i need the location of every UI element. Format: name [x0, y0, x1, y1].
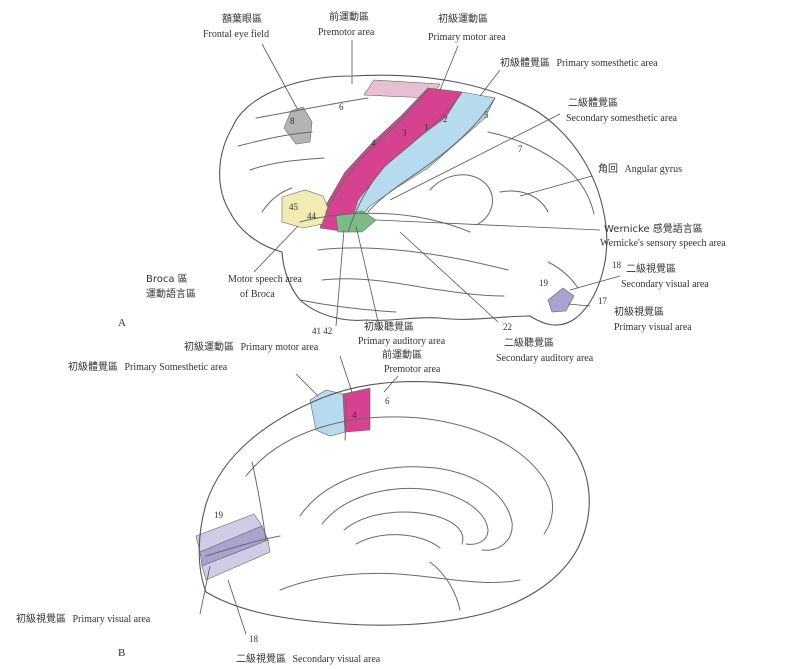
- occipital-sulcus: [548, 262, 578, 288]
- leader-primary-visual: [568, 304, 590, 306]
- label-primary-somesthetic: 初級體覺區 Primary somesthetic area: [500, 56, 658, 69]
- leader-41-42: [336, 230, 344, 326]
- cingulate-sulcus: [246, 417, 553, 534]
- label-secondary-auditory-en: Secondary auditory area: [496, 353, 594, 364]
- area-num-22: 22: [503, 322, 512, 332]
- leader-secondary-auditory: [400, 232, 498, 322]
- brainstem-contour: [430, 562, 460, 610]
- label-b-primary-visual-en: Primary visual area: [73, 614, 151, 625]
- area-num-45: 45: [289, 202, 299, 212]
- label-broca-line1: Broca 區: [146, 273, 188, 285]
- area-num-17: 17: [598, 296, 608, 306]
- leader-b-secondary-visual: [228, 580, 246, 634]
- medial-area-num-6: 6: [385, 396, 390, 406]
- label-b-primary-visual-zh: 初級視覺區: [16, 612, 66, 625]
- leader-secondary-visual: [570, 276, 620, 290]
- label-secondary-somesthetic-zh: 二級體覺區: [568, 96, 618, 109]
- label-secondary-visual-zh: 二級視覺區: [626, 262, 676, 275]
- label-motor-speech-line1: Motor speech area: [228, 274, 302, 285]
- panel-a-letter: A: [118, 317, 126, 329]
- label-motor-speech-line2: of Broca: [240, 289, 275, 300]
- area-num-18: 18: [612, 260, 622, 270]
- leader-b-primary-motor: [340, 356, 352, 392]
- corpus-callosum-outer: [300, 467, 512, 550]
- supramarginal-curve: [500, 191, 548, 212]
- area-num-2: 2: [443, 114, 448, 124]
- area-num-44: 44: [307, 211, 317, 221]
- leader-angular-gyrus: [520, 176, 592, 196]
- label-wernicke-line1: Wernicke 感覺語言區: [604, 222, 703, 235]
- label-secondary-auditory-zh: 二級聽覺區: [504, 336, 554, 349]
- leader-wernicke: [376, 220, 600, 230]
- label-b-primary-motor: 初級運動區 Primary motor area: [184, 340, 319, 353]
- label-primary-motor-zh: 初級運動區: [438, 12, 488, 25]
- leader-frontal-eye-field: [262, 44, 298, 110]
- label-broca-line2: 運動語言區: [146, 287, 196, 300]
- area-num-7: 7: [518, 144, 523, 154]
- medial-area-num-4: 4: [352, 410, 357, 420]
- label-angular-gyrus: 角回 Angular gyrus: [598, 163, 682, 175]
- label-angular-gyrus-zh: 角回: [598, 163, 618, 175]
- panel-a-lateral-view: 6 4 3 1 2 5 7 8 45 44 19 18 17 22 41 42 …: [118, 10, 726, 364]
- fornix-curve: [344, 512, 463, 544]
- label-angular-gyrus-en: Angular gyrus: [625, 164, 683, 175]
- medial-primary-motor-region: [343, 388, 370, 432]
- area-num-1: 1: [424, 122, 429, 132]
- medial-temporal-contour: [280, 573, 520, 590]
- leader-primary-motor: [440, 46, 458, 90]
- label-primary-visual-en: Primary visual area: [614, 322, 692, 333]
- label-b-primary-somesthetic-zh: 初級體覺區: [68, 360, 118, 373]
- medial-area-num-19: 19: [214, 510, 224, 520]
- label-b-secondary-visual: 二級視覺區 Secondary visual area: [236, 652, 381, 665]
- area-num-6: 6: [339, 102, 344, 112]
- area-num-41-42: 41 42: [312, 326, 332, 336]
- occipital-primary-visual-region: [548, 288, 574, 312]
- inferior-temporal-sulcus: [322, 279, 504, 296]
- label-b-primary-visual: 初級視覺區 Primary visual area: [16, 612, 151, 625]
- superior-temporal-sulcus: [318, 248, 508, 270]
- area-num-19: 19: [539, 278, 549, 288]
- label-b-primary-motor-en: Primary motor area: [241, 342, 319, 353]
- label-frontal-eye-field-en: Frontal eye field: [203, 29, 269, 40]
- panel-b-letter: B: [118, 647, 125, 659]
- label-wernicke-line2: Wernicke's sensory speech area: [600, 238, 726, 249]
- area-num-3: 3: [402, 128, 407, 138]
- leader-primary-auditory: [356, 226, 380, 330]
- area-num-8: 8: [290, 116, 295, 126]
- panel-b-medial-view: 4 6 19 18 初級運動區 Primary motor area 初級體覺區…: [16, 340, 589, 665]
- inferior-frontal-sulcus: [250, 158, 324, 170]
- label-b-primary-somesthetic-en: Primary Somesthetic area: [125, 362, 228, 373]
- label-b-secondary-visual-en: Secondary visual area: [293, 654, 381, 665]
- label-secondary-somesthetic-en: Secondary somesthetic area: [566, 113, 678, 124]
- label-premotor-en: Premotor area: [318, 27, 375, 38]
- leader-b-premotor: [384, 376, 398, 392]
- label-b-premotor-zh: 前運動區: [382, 348, 422, 361]
- area-num-5: 5: [484, 110, 489, 120]
- label-frontal-eye-field-zh: 額葉眼區: [222, 12, 262, 25]
- leader-broca: [254, 226, 298, 272]
- label-b-premotor-en: Premotor area: [384, 364, 441, 375]
- medial-hemisphere-outline: [199, 382, 589, 626]
- label-primary-somesthetic-en: Primary somesthetic area: [557, 58, 659, 69]
- label-primary-auditory-zh: 初級聽覺區: [364, 320, 414, 333]
- label-primary-visual-zh: 初級視覺區: [614, 305, 664, 318]
- label-premotor-zh: 前運動區: [329, 10, 369, 23]
- leader-primary-somesthetic: [480, 70, 500, 96]
- angular-gyrus-curve: [430, 175, 492, 224]
- superior-frontal-sulcus: [256, 98, 368, 118]
- thalamus-contour: [356, 535, 440, 548]
- area-num-4: 4: [371, 138, 376, 148]
- label-primary-motor-en: Primary motor area: [428, 32, 506, 43]
- label-primary-somesthetic-zh: 初級體覺區: [500, 56, 550, 69]
- leader-b-primary-somesthetic: [296, 374, 318, 396]
- medial-area-num-18: 18: [249, 634, 259, 644]
- label-b-primary-somesthetic: 初級體覺區 Primary Somesthetic area: [68, 360, 228, 373]
- label-primary-auditory-en: Primary auditory area: [358, 336, 446, 347]
- label-secondary-visual-en: Secondary visual area: [621, 279, 709, 290]
- label-b-secondary-visual-zh: 二級視覺區: [236, 652, 286, 665]
- label-b-primary-motor-zh: 初級運動區: [184, 340, 234, 353]
